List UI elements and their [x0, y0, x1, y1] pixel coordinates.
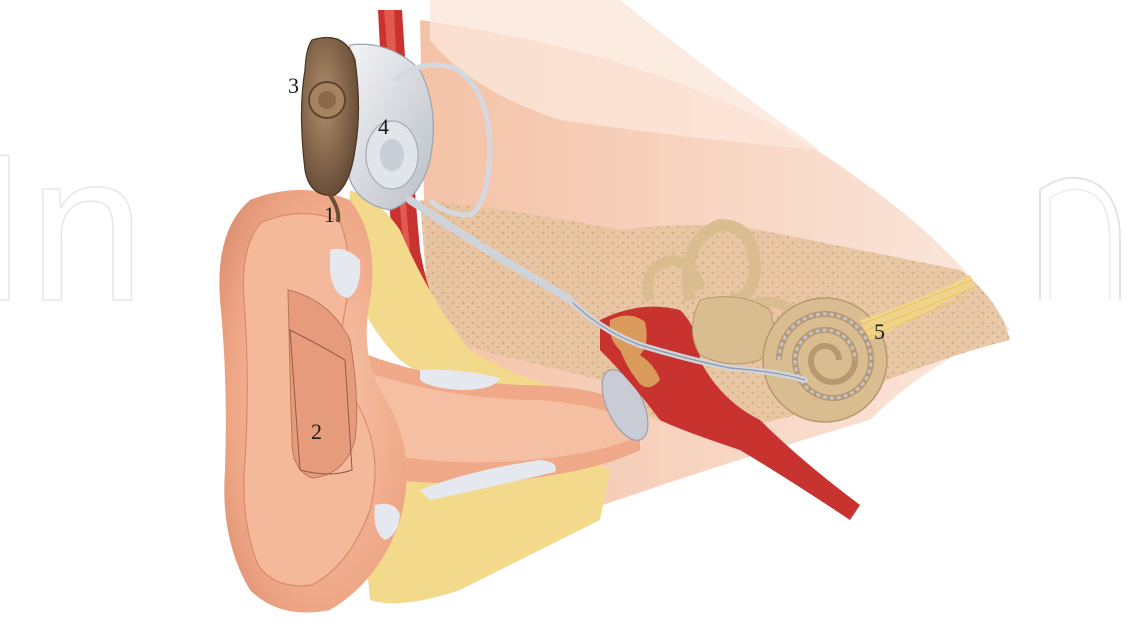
label-4: 4 — [378, 116, 389, 138]
watermark-n-right-inner — [1050, 189, 1110, 300]
label-1: 1 — [324, 204, 335, 226]
cochlea — [763, 298, 887, 422]
vestibule — [693, 297, 774, 364]
label-2: 2 — [311, 421, 322, 443]
label-5: 5 — [874, 321, 885, 343]
watermark-text: In — [0, 110, 145, 345]
label-3: 3 — [288, 75, 299, 97]
receiver-center — [380, 139, 404, 171]
processor-dial-inner — [318, 91, 336, 109]
